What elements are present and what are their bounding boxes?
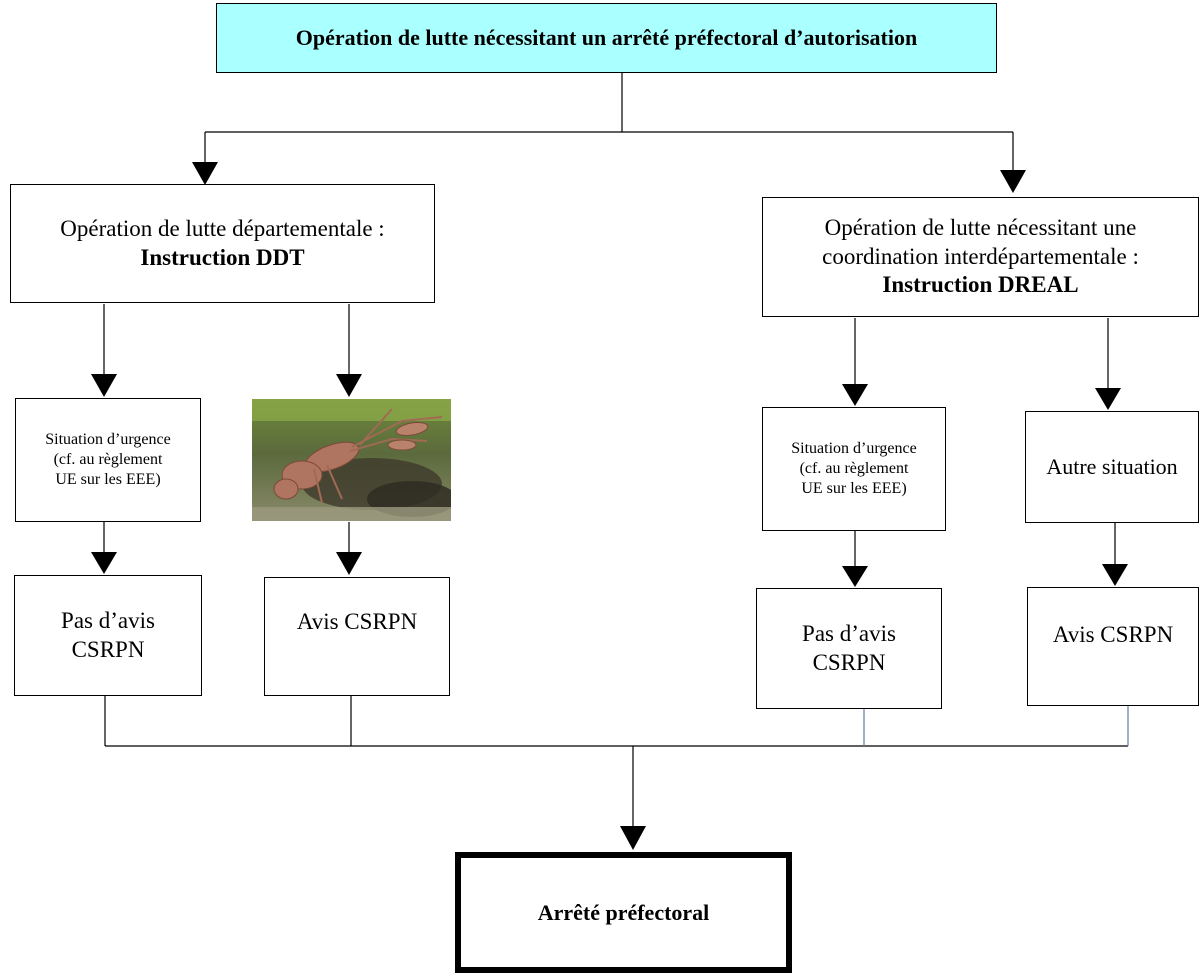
box-situation-urgence-left: Situation d’urgence (cf. au règlement UE… xyxy=(15,398,201,522)
dreal-line2: coordination interdépartementale : xyxy=(822,243,1139,269)
box-arrete-prefectoral: Arrêté préfectoral xyxy=(455,852,792,973)
top-box-operation-autorisation: Opération de lutte nécessitant un arrêté… xyxy=(216,3,997,73)
box-avis-csrpn-right: Avis CSRPN xyxy=(1027,587,1199,706)
ddt-line1: Opération de lutte départementale : xyxy=(60,215,385,241)
box-operation-interdepartementale: Opération de lutte nécessitant une coord… xyxy=(762,197,1199,317)
pas-avis-right-line2: CSRPN xyxy=(812,649,886,675)
urgence-left-line3: UE sur les EEE) xyxy=(55,471,161,488)
avis-right-label: Avis CSRPN xyxy=(1052,622,1174,647)
avis-left-label: Avis CSRPN xyxy=(296,609,418,634)
urgence-right-line1: Situation d’urgence xyxy=(791,440,917,457)
box-avis-csrpn-left: Avis CSRPN xyxy=(264,577,450,696)
urgence-left-line2: (cf. au règlement xyxy=(53,451,163,468)
final-label: Arrêté préfectoral xyxy=(537,899,710,925)
autre-label: Autre situation xyxy=(1046,454,1178,480)
box-autre-situation: Autre situation xyxy=(1025,411,1199,523)
top-box-label: Opération de lutte nécessitant un arrêté… xyxy=(295,25,918,51)
pas-avis-left-line1: Pas d’avis xyxy=(61,607,155,633)
dreal-line1: Opération de lutte nécessitant une xyxy=(824,214,1137,240)
box-operation-departementale: Opération de lutte départementale : Inst… xyxy=(10,184,435,303)
pas-avis-right-line1: Pas d’avis xyxy=(802,620,896,646)
box-pas-avis-left: Pas d’avis CSRPN xyxy=(14,575,202,696)
pas-avis-left-line2: CSRPN xyxy=(71,636,145,662)
urgence-right-line2: (cf. au règlement xyxy=(799,460,909,477)
box-situation-urgence-right: Situation d’urgence (cf. au règlement UE… xyxy=(762,407,946,531)
urgence-right-line3: UE sur les EEE) xyxy=(801,480,907,497)
ddt-line2: Instruction DDT xyxy=(140,244,305,270)
urgence-left-line1: Situation d’urgence xyxy=(45,431,171,448)
crayfish-photo xyxy=(252,399,451,521)
box-pas-avis-right: Pas d’avis CSRPN xyxy=(756,588,942,709)
dreal-line3: Instruction DREAL xyxy=(882,272,1079,298)
